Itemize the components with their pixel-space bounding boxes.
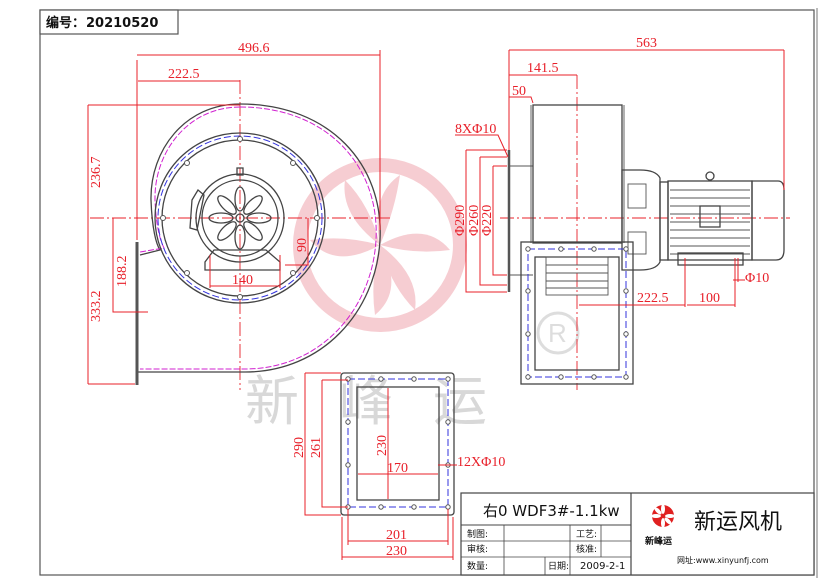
motor-feet bbox=[677, 252, 744, 266]
review-label: 审核: bbox=[467, 543, 488, 555]
dim-outlet-offset: 188.2 bbox=[115, 256, 130, 288]
lifting-eye bbox=[705, 171, 715, 181]
front-view: 496.6 222.5 236.7 333.2 188.2 140 90 bbox=[87, 41, 390, 390]
dim-diameter-220: Φ220 bbox=[480, 205, 495, 236]
dim-overall-width: 496.6 bbox=[238, 41, 270, 56]
dim-top-height: 236.7 bbox=[89, 157, 104, 189]
drawn-label: 制图: bbox=[467, 528, 488, 540]
company-website: 网址:www.xinyunfj.com bbox=[677, 555, 769, 565]
company-name: 新运风机 bbox=[694, 510, 782, 535]
flange-bolt-holes bbox=[345, 376, 451, 510]
dim-foot-hole: Φ10 bbox=[745, 271, 769, 286]
outlet-bolt-holes-side bbox=[525, 246, 629, 380]
dim-diameter-290: Φ290 bbox=[453, 205, 468, 236]
dim-foot-span: 140 bbox=[232, 273, 253, 288]
dim-bolt-width: 201 bbox=[386, 528, 407, 543]
dim-outer-width: 230 bbox=[386, 544, 407, 559]
craft-label: 工艺: bbox=[576, 529, 597, 540]
dim-foot-offset: 222.5 bbox=[637, 291, 669, 306]
motor-coupling bbox=[621, 169, 661, 271]
registered-mark: R bbox=[548, 318, 567, 348]
drawing-number: 20210520 bbox=[86, 16, 158, 31]
dim-opening-height: 230 bbox=[375, 435, 390, 456]
dim-diameter-260: Φ260 bbox=[467, 205, 482, 236]
motor-fan-cover bbox=[751, 180, 785, 261]
dim-outer-height: 290 bbox=[292, 437, 307, 458]
sheet-frame bbox=[39, 9, 815, 576]
dim-bolt-height: 261 bbox=[309, 437, 324, 458]
scroll-housing bbox=[137, 103, 381, 373]
title-block: 右0 WDF3#-1.1kw 制图: 工艺: 审核: 核准: 数量: 日期: 2… bbox=[460, 492, 815, 576]
outlet-flange-side bbox=[520, 241, 634, 385]
dim-foot-spacing: 100 bbox=[699, 291, 720, 306]
drawing-number-label: 编号： bbox=[46, 15, 85, 31]
dim-center-to-inlet: 141.5 bbox=[527, 61, 559, 76]
outlet-flange-view: 290 261 230 170 12XΦ10 201 230 bbox=[292, 372, 505, 560]
dim-center-offset: 222.5 bbox=[168, 67, 200, 82]
side-view: 563 141.5 50 8XΦ10 Φ290 Φ260 Φ220 222.5 … bbox=[453, 36, 790, 390]
model-name: 右0 WDF3#-1.1kw bbox=[483, 502, 620, 520]
quantity-label: 数量: bbox=[467, 560, 488, 572]
dim-inlet-holes: 8XΦ10 bbox=[455, 122, 496, 137]
dim-opening-width: 170 bbox=[387, 461, 408, 476]
dim-flange-holes: 12XΦ10 bbox=[457, 455, 505, 470]
company-logo-icon bbox=[651, 504, 675, 528]
watermark-logo: R 新峰运 bbox=[245, 158, 580, 433]
drawing-number-box bbox=[39, 9, 179, 35]
dim-inlet-depth: 50 bbox=[512, 84, 526, 99]
date-value: 2009-2-1 bbox=[580, 561, 625, 572]
terminal-box bbox=[699, 205, 721, 228]
motor-body bbox=[667, 180, 753, 261]
fan-housing-side bbox=[532, 104, 623, 244]
louver bbox=[545, 256, 609, 296]
date-label: 日期: bbox=[548, 561, 569, 572]
inlet-bolt-holes bbox=[160, 136, 320, 300]
motor-end-view bbox=[189, 167, 285, 271]
dim-overall-length: 563 bbox=[636, 36, 657, 51]
dim-bottom-height: 333.2 bbox=[89, 291, 104, 323]
watermark-text: 新峰运 bbox=[245, 370, 527, 433]
dim-foot-height: 90 bbox=[295, 238, 310, 252]
approve-label: 核准: bbox=[576, 543, 597, 555]
logo-text: 新峰运 bbox=[645, 535, 673, 547]
